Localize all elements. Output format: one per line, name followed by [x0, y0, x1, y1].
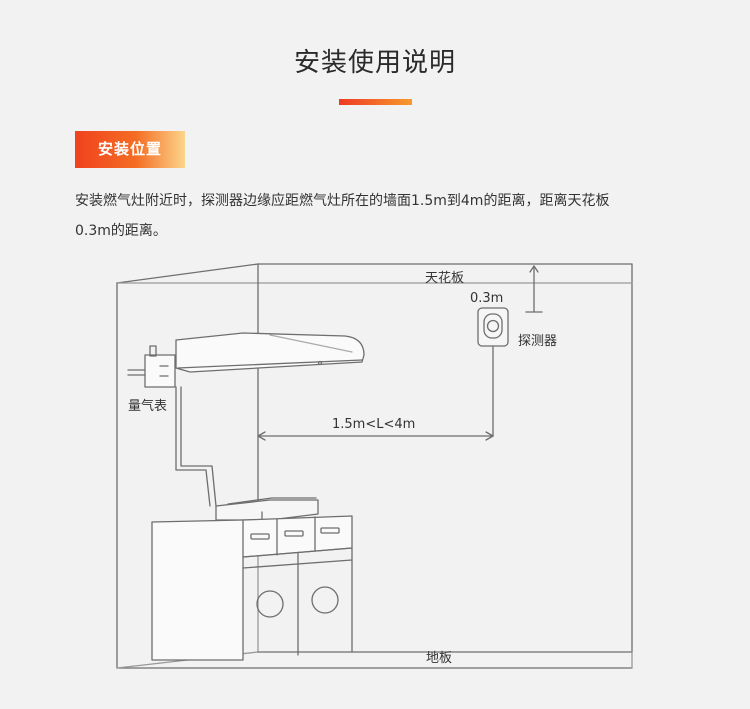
page-title: 安装使用说明 — [293, 48, 456, 78]
gas-meter — [127, 345, 176, 388]
label-ceiling: 天花板 — [425, 270, 464, 286]
description: 安装燃气灶附近时，探测器边缘应距燃气灶所在的墙面1.5m到4m的距离，距离天花板… — [75, 186, 675, 246]
label-distance: 1.5m<L<4m — [332, 417, 415, 432]
kitchen-cabinet — [151, 515, 353, 661]
description-line-2: 0.3m的距离。 — [75, 223, 167, 239]
range-hood — [175, 332, 365, 373]
label-gas-meter: 量气表 — [128, 398, 167, 414]
label-floor: 地板 — [426, 651, 452, 666]
gas-pipe — [175, 386, 217, 507]
section-badge: 安装位置 — [75, 131, 185, 168]
label-detector: 探测器 — [518, 334, 557, 349]
ceiling-gap-dimension — [525, 265, 543, 313]
title-underline — [339, 99, 412, 105]
distance-dimension — [257, 431, 494, 441]
label-ceiling-gap: 0.3m — [470, 291, 503, 306]
description-line-1: 安装燃气灶附近时，探测器边缘应距燃气灶所在的墙面1.5m到4m的距离，距离天花板 — [75, 193, 610, 209]
room-outline — [116, 263, 633, 669]
gas-stove — [215, 497, 319, 521]
gas-detector — [477, 307, 509, 437]
